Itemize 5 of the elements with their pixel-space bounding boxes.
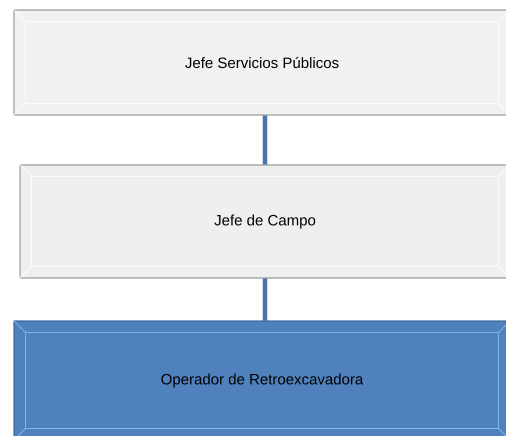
connector-line xyxy=(262,278,268,320)
connector-line xyxy=(262,116,268,164)
org-box: Jefe de Campo xyxy=(19,164,506,279)
org-box: Jefe Servicios Públicos xyxy=(13,9,506,116)
org-box: Operador de Retroexcavadora xyxy=(13,320,506,436)
